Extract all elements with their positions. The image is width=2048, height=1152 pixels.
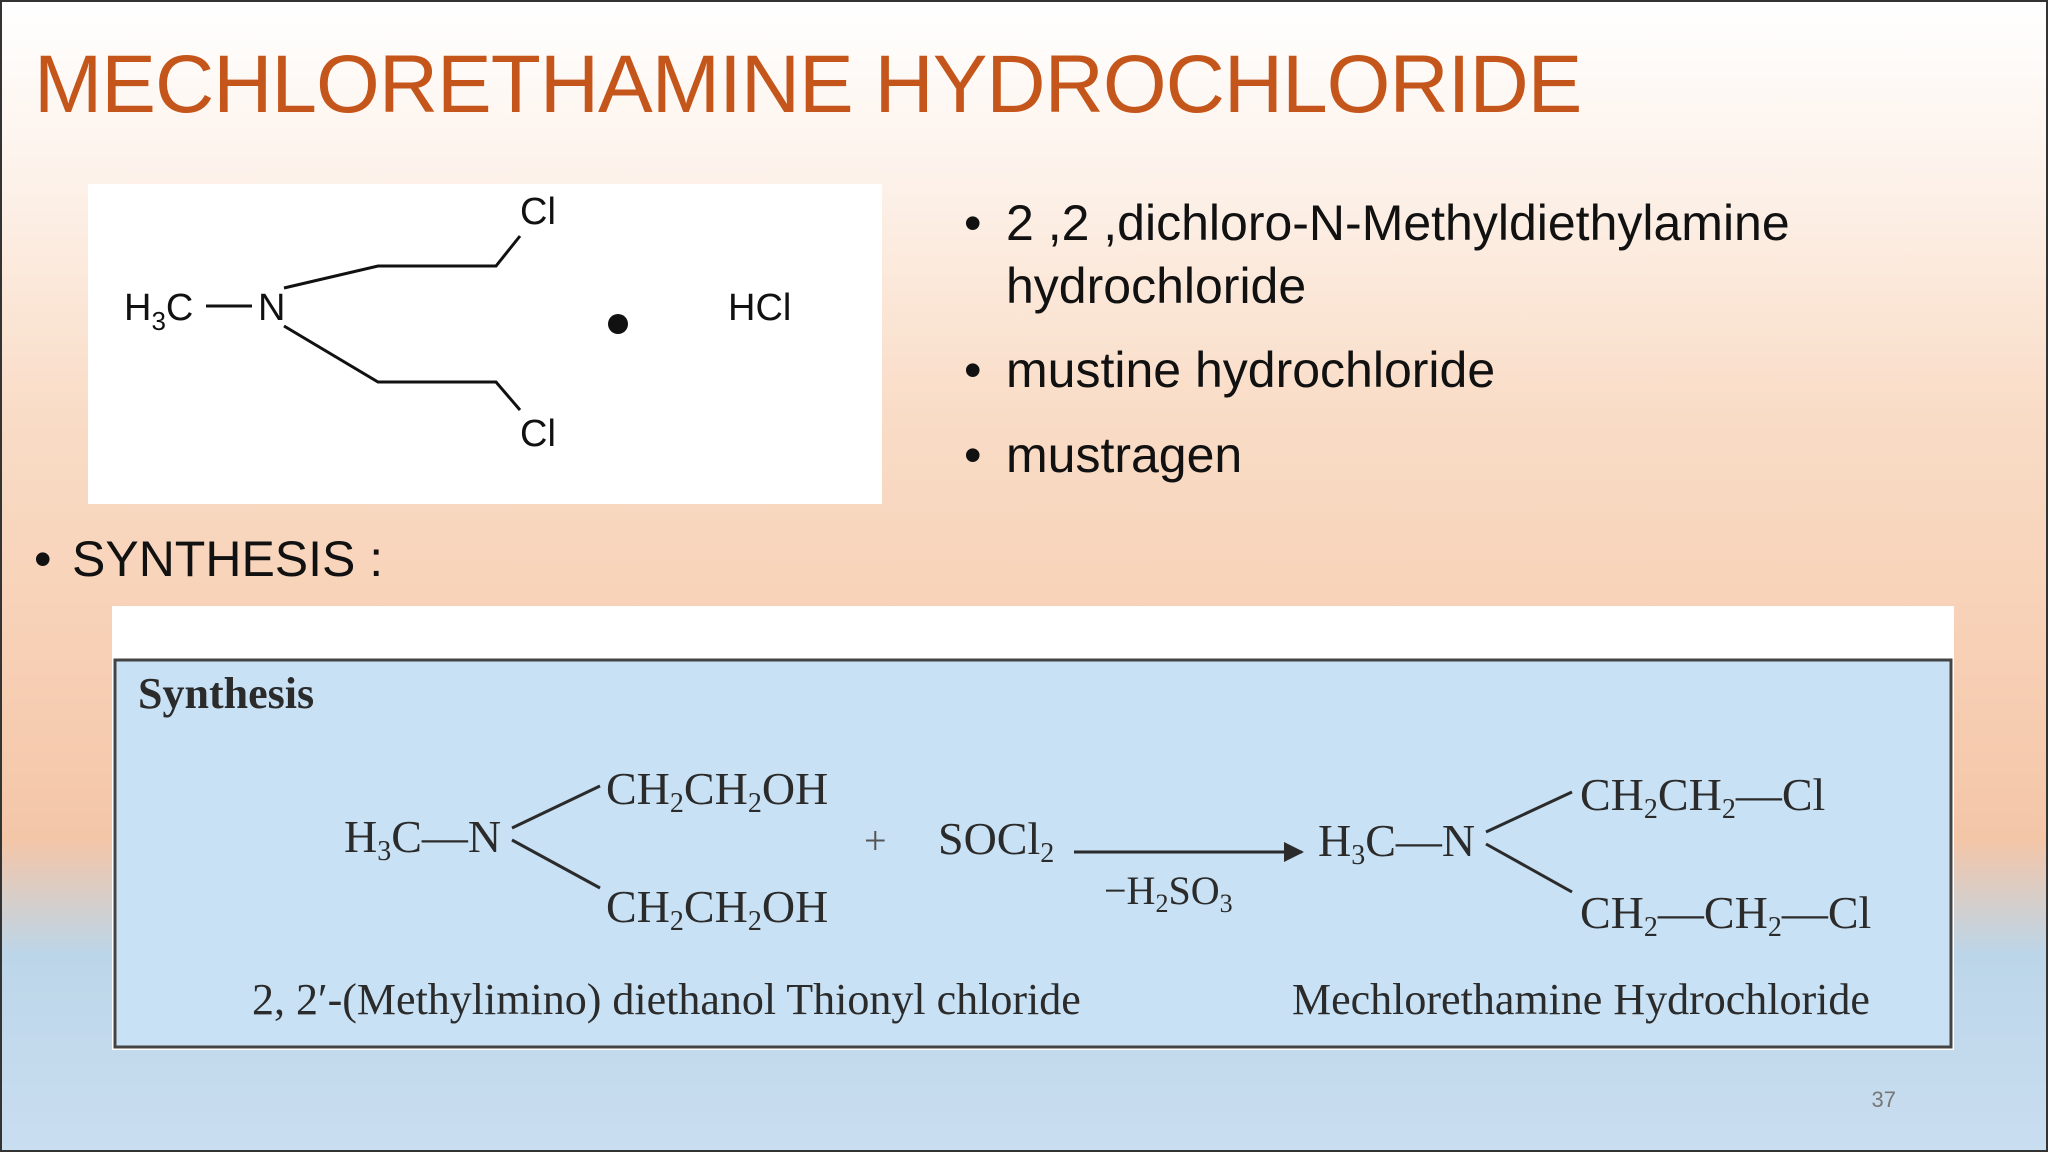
synthesis-svg: Synthesis H3C—N CH2CH2OH CH2CH2OH + SOCl… [112, 606, 1954, 1050]
product-bond-bottom [1485, 842, 1573, 894]
slide-title: MECHLORETHAMINE HYDROCHLORIDE [34, 39, 1582, 130]
reactant-bond-top [511, 784, 601, 830]
synthesis-heading: •SYNTHESIS : [34, 531, 384, 587]
product-branch-bottom: CH2—CH2—Cl [1580, 887, 1871, 943]
bullet-text: 2 ,2 ,dichloro-N-Methyldiethylamine [1006, 195, 1790, 251]
bullet-text-continued: hydrochloride [1006, 257, 1307, 314]
synonym-list: • 2 ,2 ,dichloro-N-Methyldiethylamine hy… [962, 192, 1926, 508]
product-bond-top [1485, 790, 1573, 834]
chlorine-top-label: Cl [520, 191, 556, 233]
reagent-label: SOCl2 [938, 813, 1054, 869]
upper-chain-bond [283, 235, 522, 290]
byproduct-label: −H2SO3 [1104, 868, 1233, 918]
list-item: • mustragen [962, 424, 1926, 487]
salt-dot [608, 314, 628, 334]
list-item: • mustine hydrochloride [962, 339, 1926, 402]
lower-chain-bond [283, 324, 522, 411]
product-branch-top: CH2CH2—Cl [1580, 769, 1825, 825]
synthesis-diagram: Synthesis H3C—N CH2CH2OH CH2CH2OH + SOCl… [112, 606, 1954, 1050]
structure-svg: H3C N Cl Cl HCl [124, 191, 791, 455]
nitrogen-label: N [258, 287, 285, 329]
reaction-arrow-head [1284, 842, 1304, 862]
list-item: • 2 ,2 ,dichloro-N-Methyldiethylamine hy… [962, 192, 1926, 317]
bullet-dot: • [964, 195, 982, 251]
page-number: 37 [1871, 1087, 1896, 1112]
plus-sign: + [864, 818, 887, 863]
synthesis-panel-heading: Synthesis [138, 669, 314, 718]
structure-diagram: H3C N Cl Cl HCl [88, 184, 882, 504]
methyl-label: H3C [124, 287, 193, 336]
reactant-bond-bottom [511, 838, 601, 890]
chlorine-bottom-label: Cl [520, 413, 556, 455]
reactant-branch-top: CH2CH2OH [606, 763, 828, 819]
reactant-name: 2, 2′-(Methylimino) diethanol Thionyl ch… [252, 975, 1081, 1024]
product-name: Mechlorethamine Hydrochloride [1292, 975, 1870, 1024]
bullet-dot: • [964, 426, 982, 483]
bullet-dot: • [964, 342, 982, 398]
product-left: H3C—N [1318, 815, 1475, 871]
bullet-dot: • [34, 531, 52, 587]
reactant-branch-bottom: CH2CH2OH [606, 881, 828, 937]
hcl-label: HCl [728, 287, 791, 329]
reactant-left: H3C—N [344, 811, 501, 867]
synthesis-panel [113, 658, 1953, 1049]
bullet-text: mustine hydrochloride [1006, 342, 1496, 398]
bullet-text: mustragen [1006, 426, 1243, 483]
